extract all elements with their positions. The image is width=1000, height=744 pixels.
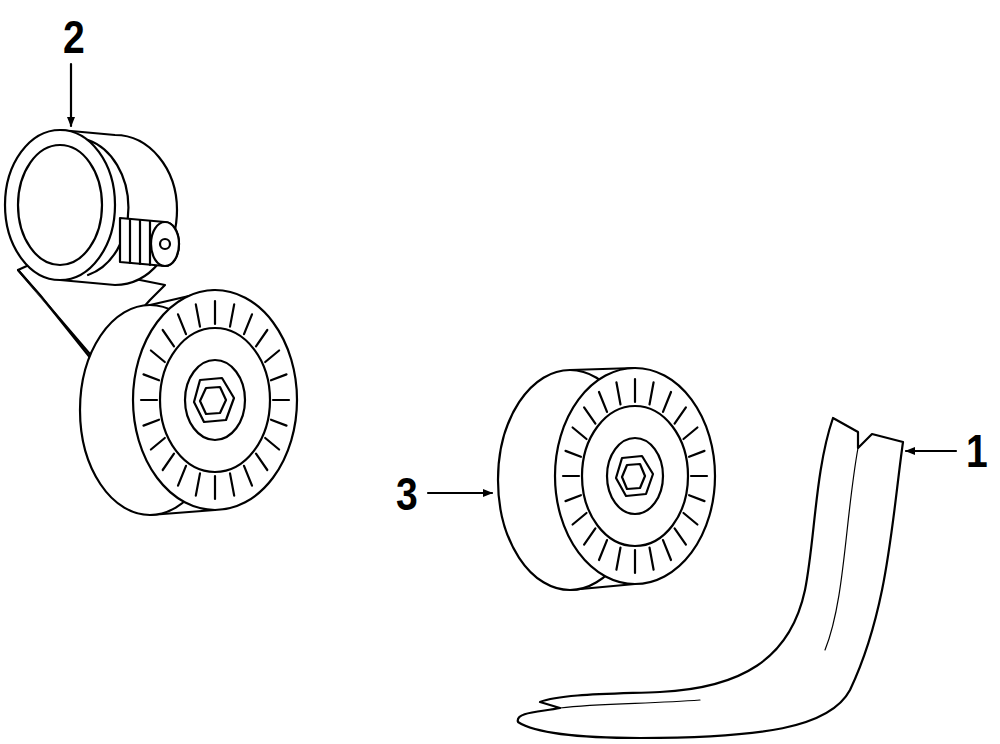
pulley-rib — [244, 314, 252, 334]
pulley-rib — [584, 407, 595, 423]
idler-pulley — [498, 368, 715, 590]
pulley-rib — [566, 495, 581, 501]
pulley-rib — [256, 454, 267, 470]
pulley-rib — [271, 420, 287, 426]
pulley-rib — [230, 473, 234, 495]
callout-number: 3 — [396, 471, 418, 517]
pulley-rib — [634, 550, 636, 573]
pulley-rib — [599, 540, 607, 560]
pulley-rib — [675, 407, 686, 423]
pulley-rib — [178, 466, 186, 486]
pulley-rib — [663, 540, 671, 560]
pulley-rib — [273, 399, 289, 401]
pulley-rib — [684, 428, 698, 440]
pulley-rib — [689, 495, 704, 501]
pulley-rib — [573, 428, 587, 440]
pulley-rib — [566, 451, 581, 457]
pulley-rib — [265, 351, 279, 363]
pulley-rib — [151, 438, 165, 450]
pulley-rib — [230, 304, 234, 326]
pulley-rib — [214, 476, 216, 499]
pulley-rib — [214, 301, 216, 324]
pulley-rib — [650, 548, 654, 570]
pulley-rib — [163, 330, 174, 346]
pulley-rib — [196, 304, 200, 326]
pulley-rib — [196, 473, 200, 495]
pulley-rib — [163, 454, 174, 470]
pulley-rib — [141, 399, 157, 401]
pulley-rib — [616, 548, 620, 570]
pulley-rib — [616, 382, 620, 404]
pulley-rib — [178, 314, 186, 334]
pulley-rib — [650, 382, 654, 404]
drive-belt — [518, 418, 903, 738]
belt-tensioner — [5, 130, 297, 515]
pulley-rib — [144, 420, 160, 426]
pulley-rib — [563, 475, 579, 477]
pulley-rib — [265, 438, 279, 450]
pulley-rib — [584, 528, 595, 544]
pulley-rib — [684, 513, 698, 525]
pulley-rib — [599, 392, 607, 412]
pulley-rib — [634, 379, 636, 402]
pulley-rib — [244, 466, 252, 486]
callout-number: 1 — [966, 428, 988, 474]
callout-number: 2 — [63, 14, 85, 60]
pulley-rib — [689, 451, 704, 457]
pulley-rib — [663, 392, 671, 412]
pulley-rib — [691, 475, 707, 477]
pulley-rib — [675, 528, 686, 544]
pulley-rib — [144, 374, 160, 380]
pulley-rib — [151, 351, 165, 363]
pulley-rib — [271, 374, 287, 380]
pulley-rib — [256, 330, 267, 346]
pulley-rib — [573, 513, 587, 525]
